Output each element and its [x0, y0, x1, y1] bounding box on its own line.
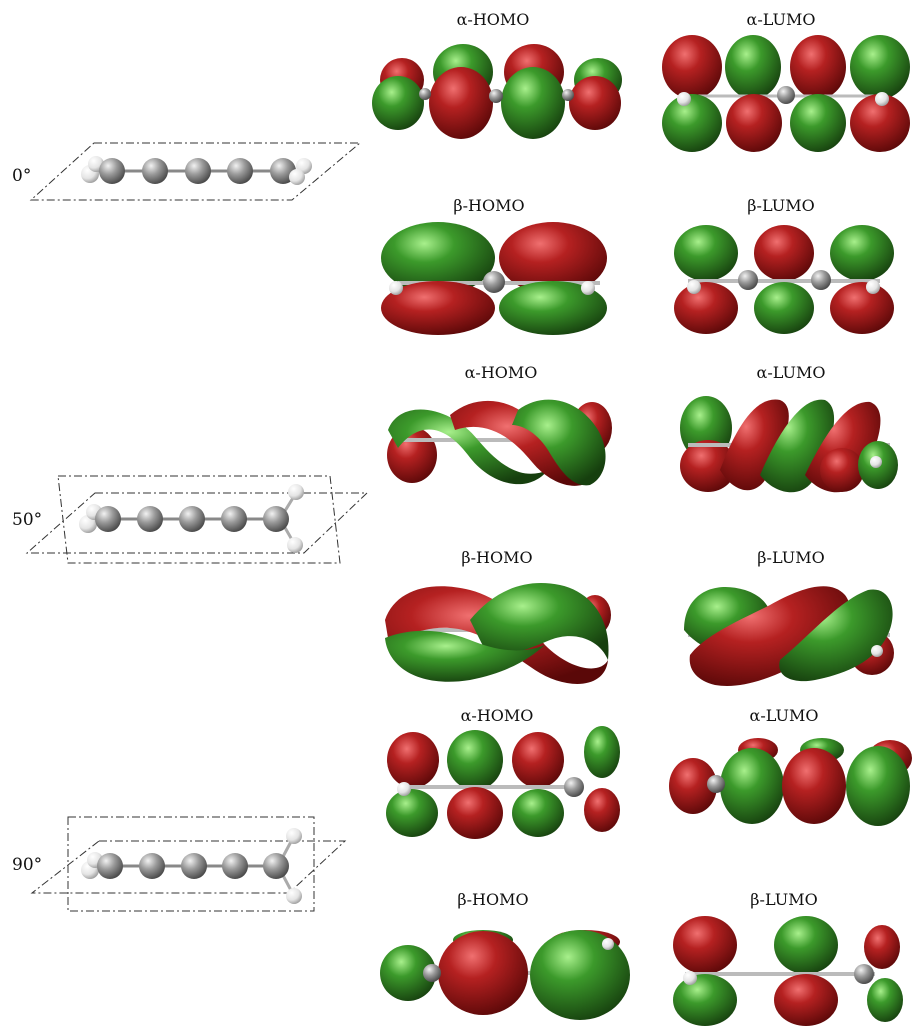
panel-label: β-LUMO [750, 890, 817, 909]
molecule-structure-0deg [29, 142, 362, 201]
panel-label: α-HOMO [461, 706, 534, 725]
panel-label: β-LUMO [757, 548, 824, 567]
orbital-beta-homo-90deg [380, 930, 630, 1020]
panel-label: β-HOMO [457, 890, 528, 909]
orbital-beta-homo-50deg [385, 583, 611, 684]
orbital-alpha-lumo-0deg [662, 35, 910, 152]
panel-label: α-LUMO [750, 706, 819, 725]
angle-label-0: 0° [12, 166, 31, 186]
orbital-alpha-lumo-90deg [669, 738, 912, 826]
molecule-structure-90deg [30, 816, 347, 912]
orbital-beta-lumo-50deg [684, 586, 894, 686]
panel-label: β-LUMO [747, 196, 814, 215]
orbital-alpha-homo-90deg [386, 726, 620, 839]
orbital-alpha-lumo-50deg [680, 396, 898, 493]
angle-label-50: 50° [12, 510, 42, 530]
panel-label: α-LUMO [757, 363, 826, 382]
orbital-beta-homo-0deg [381, 222, 607, 335]
panel-label: α-LUMO [747, 10, 816, 29]
panel-label: β-HOMO [461, 548, 532, 567]
panel-label: α-HOMO [465, 363, 538, 382]
panel-label: α-HOMO [457, 10, 530, 29]
orbital-beta-lumo-90deg [673, 916, 903, 1026]
orbital-beta-lumo-0deg [674, 225, 894, 334]
angle-label-90: 90° [12, 855, 42, 875]
orbital-alpha-homo-0deg [372, 44, 622, 139]
molecule-structure-50deg [25, 475, 369, 564]
orbital-alpha-homo-50deg [387, 399, 612, 486]
panel-label: β-HOMO [453, 196, 524, 215]
